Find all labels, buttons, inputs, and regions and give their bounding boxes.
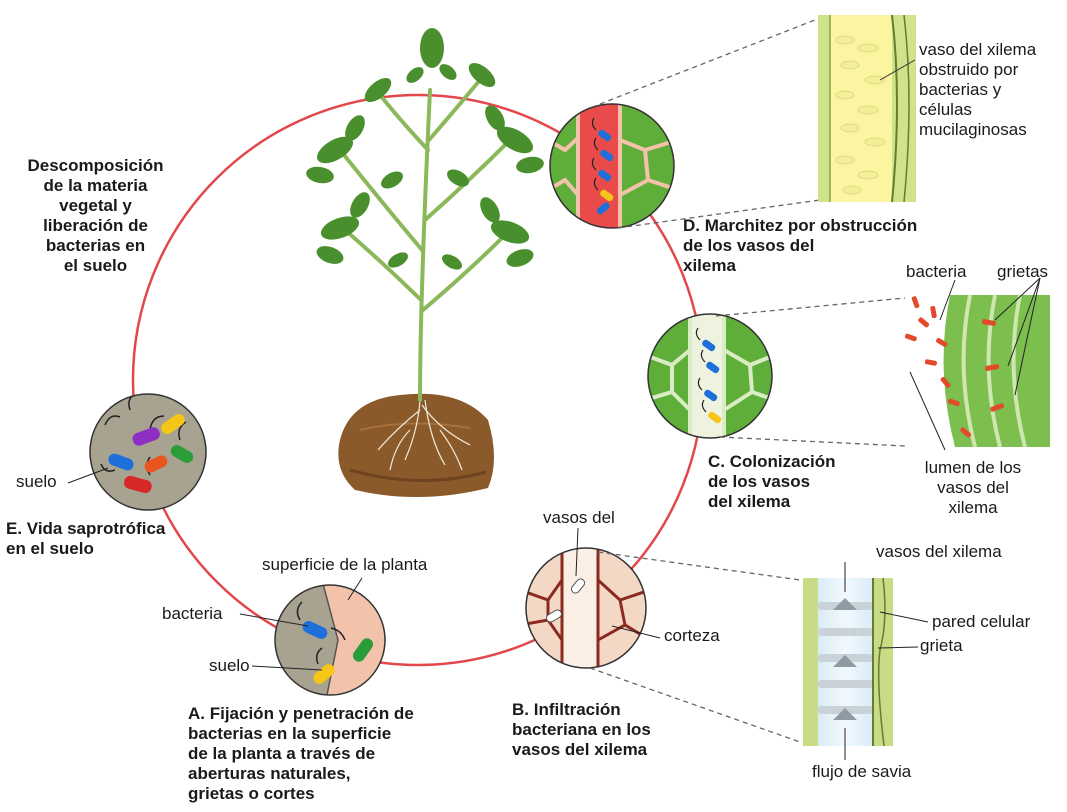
label-grietas: grietas: [997, 262, 1048, 282]
label-suelo-e: suelo: [16, 472, 57, 492]
stage-a-surface-circle: [270, 580, 390, 700]
stage-d-title: D. Marchitez por obstrucción de los vaso…: [683, 216, 1003, 276]
stage-c-colonization-circle: [645, 312, 775, 442]
stem: [340, 80, 510, 400]
stage-b-title: B. Infiltración bacteriana en los vasos …: [512, 700, 712, 760]
label-corteza: corteza: [664, 626, 720, 646]
stage-b-infiltration-circle: [520, 545, 650, 675]
label-vasos-xilema-b: vasos del xilema: [876, 542, 1002, 562]
label-flujo: flujo de savia: [812, 762, 911, 782]
inset-xylem-vessel: [803, 562, 928, 760]
stage-e-title: E. Vida saprotrófica en el suelo: [6, 519, 236, 559]
label-vasos-del: vasos del: [543, 508, 615, 528]
label-pared-celular: pared celular: [932, 612, 1030, 632]
inset-colonization-cracks: [904, 278, 1050, 450]
stage-a-title: A. Fijación y penetración de bacterias e…: [188, 704, 498, 804]
stage-c-title: C. Colonización de los vasos del xilema: [708, 452, 898, 512]
label-suelo-a: suelo: [209, 656, 250, 676]
label-grieta: grieta: [920, 636, 963, 656]
label-bacteria-a: bacteria: [162, 604, 222, 624]
stage-d-obstruction-circle: [548, 102, 678, 232]
plant-illustration: [305, 28, 545, 497]
label-vaso-obstruido: vaso del xilema obstruido por bacterias …: [919, 40, 1064, 140]
label-superficie: superficie de la planta: [262, 555, 427, 575]
stage-top-left-title: Descomposición de la materia vegetal y l…: [8, 156, 183, 276]
label-lumen: lumen de los vasos del xilema: [908, 458, 1038, 518]
inset-obstructed-vessel: [818, 15, 916, 202]
